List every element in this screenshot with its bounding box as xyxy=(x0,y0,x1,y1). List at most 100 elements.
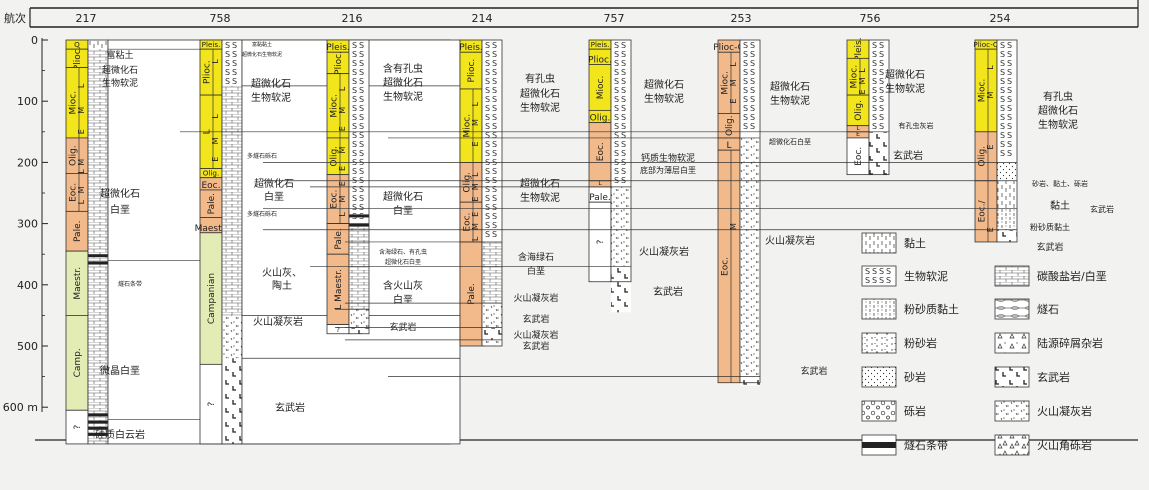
substage-label: E xyxy=(858,89,867,94)
ooze-symbol: S xyxy=(492,59,497,68)
lithology-description: 陶土 xyxy=(272,279,292,292)
legend-item-sandstone: 砂岩 xyxy=(861,366,926,388)
ooze-symbol: S xyxy=(1007,131,1012,140)
lithology-description: 含有孔虫 xyxy=(383,62,423,75)
age-label: Camp. xyxy=(73,348,83,377)
ooze-symbol: S xyxy=(621,41,626,50)
ooze-symbol: S xyxy=(621,59,626,68)
ooze-symbol: S xyxy=(492,194,497,203)
ooze-symbol: S xyxy=(614,131,619,140)
ooze-symbol: S xyxy=(492,41,497,50)
legend-label: 碳酸盐岩/白垩 xyxy=(1037,269,1107,283)
substage-label: E xyxy=(471,197,480,202)
legend-swatch xyxy=(994,332,1030,354)
ooze-symbol: S xyxy=(352,140,357,149)
age-label: Eoc. xyxy=(201,181,220,191)
substage-label: L xyxy=(338,212,347,217)
substage-label: E xyxy=(338,166,347,171)
ooze-symbol: S xyxy=(879,104,884,113)
ooze-symbol: S xyxy=(232,68,237,77)
chert-band xyxy=(349,214,369,218)
ooze-symbol: S xyxy=(743,95,748,104)
ooze-symbol: S xyxy=(485,122,490,131)
ooze-symbol: S xyxy=(614,149,619,158)
lithology-description: 超微化石 xyxy=(254,177,294,190)
lithology-description: 生物软泥 xyxy=(770,94,810,107)
lithology-description: 白垩 xyxy=(110,203,130,216)
age-label: Pleis. xyxy=(326,43,350,53)
ooze-symbol: S xyxy=(492,212,497,221)
ooze-symbol: S xyxy=(1000,77,1005,86)
age-label: Pale. xyxy=(334,228,344,249)
ooze-symbol: S xyxy=(352,203,357,212)
ooze-symbol: S xyxy=(232,77,237,86)
ooze-symbol: S xyxy=(614,41,619,50)
ooze-symbol: S xyxy=(1000,122,1005,131)
ooze-symbol: S xyxy=(359,50,364,59)
ooze-symbol: S xyxy=(621,167,626,176)
lithology-description: 玄武岩 xyxy=(1036,241,1063,253)
substage-label: E xyxy=(338,126,347,131)
legend-item-basalt: 玄武岩 xyxy=(994,366,1070,388)
depth-tick-label: 300 xyxy=(17,218,38,231)
ooze-symbol: S xyxy=(352,113,357,122)
age-label: Eoc./ xyxy=(978,199,988,222)
age-label: Plioc. xyxy=(588,55,612,65)
chert-band xyxy=(349,223,369,227)
legend-label: 燧石条带 xyxy=(904,438,948,452)
ooze-symbol: S xyxy=(492,131,497,140)
lithology-description: 玄武岩 xyxy=(653,285,683,298)
lithology-block xyxy=(482,327,502,340)
lithology-description: 生物软泥 xyxy=(102,77,138,89)
legend-item-carbonate: 碳酸盐岩/白垩 xyxy=(994,265,1107,287)
lithology-description: 玄武岩 xyxy=(522,340,549,352)
depth-tick-label: 500 xyxy=(17,340,38,353)
substage-label: L xyxy=(986,65,995,70)
substage-label: M xyxy=(471,119,480,126)
site-column-214: Pleis.Plioc.Mioc.LMEOlig.LMEEoc.EMLPale.… xyxy=(345,39,560,352)
ooze-symbol: S xyxy=(492,149,497,158)
ooze-symbol: S xyxy=(225,68,230,77)
ooze-symbol: S xyxy=(1007,95,1012,104)
lithology-description: 超微化石 xyxy=(251,77,291,90)
age-label: Olig. xyxy=(590,114,611,124)
lithology-description: 生物软泥 xyxy=(520,101,560,114)
legend-label: 火山角砾岩 xyxy=(1037,438,1092,452)
ooze-symbol: S xyxy=(225,41,230,50)
site-label: 216 xyxy=(342,12,363,25)
ooze-symbol: S xyxy=(1000,59,1005,68)
chert-band xyxy=(88,426,108,430)
ooze-symbol: S xyxy=(872,50,877,59)
substage-label: M xyxy=(858,77,867,84)
age-label: ? xyxy=(596,239,606,244)
ooze-symbol: S xyxy=(621,50,626,59)
lithology-description: 玄武岩 xyxy=(893,149,923,162)
legend-item-siltstone: 粉砂岩 xyxy=(861,332,937,354)
site-label: 757 xyxy=(604,12,625,25)
ooze-symbol: S xyxy=(872,113,877,122)
ooze-symbol: S xyxy=(1007,59,1012,68)
age-label: ? xyxy=(336,325,340,334)
chert-band xyxy=(88,254,108,258)
age-label: Olig. xyxy=(854,100,864,121)
age-label: Mioc. xyxy=(978,79,988,103)
ooze-symbol: S xyxy=(1000,140,1005,149)
lithology-description: 火山凝灰岩 xyxy=(765,234,815,247)
ooze-symbol: S xyxy=(485,50,490,59)
ooze-symbol: S xyxy=(232,50,237,59)
ooze-symbol: S xyxy=(614,113,619,122)
lithology-block xyxy=(88,49,108,261)
lithology-description: 生物软泥 xyxy=(520,191,560,204)
lithology-description: 超微化石 xyxy=(770,80,810,93)
lithology-description: 白垩 xyxy=(264,190,284,203)
age-label: Pleis. xyxy=(459,43,483,53)
legend-label: 粉砂质黏土 xyxy=(904,302,959,316)
age-label: Olig. xyxy=(463,172,473,193)
substage-label: M xyxy=(471,223,480,230)
ooze-symbol: S xyxy=(886,276,891,285)
legend-swatch xyxy=(994,265,1030,287)
substage-label: E xyxy=(77,129,86,134)
